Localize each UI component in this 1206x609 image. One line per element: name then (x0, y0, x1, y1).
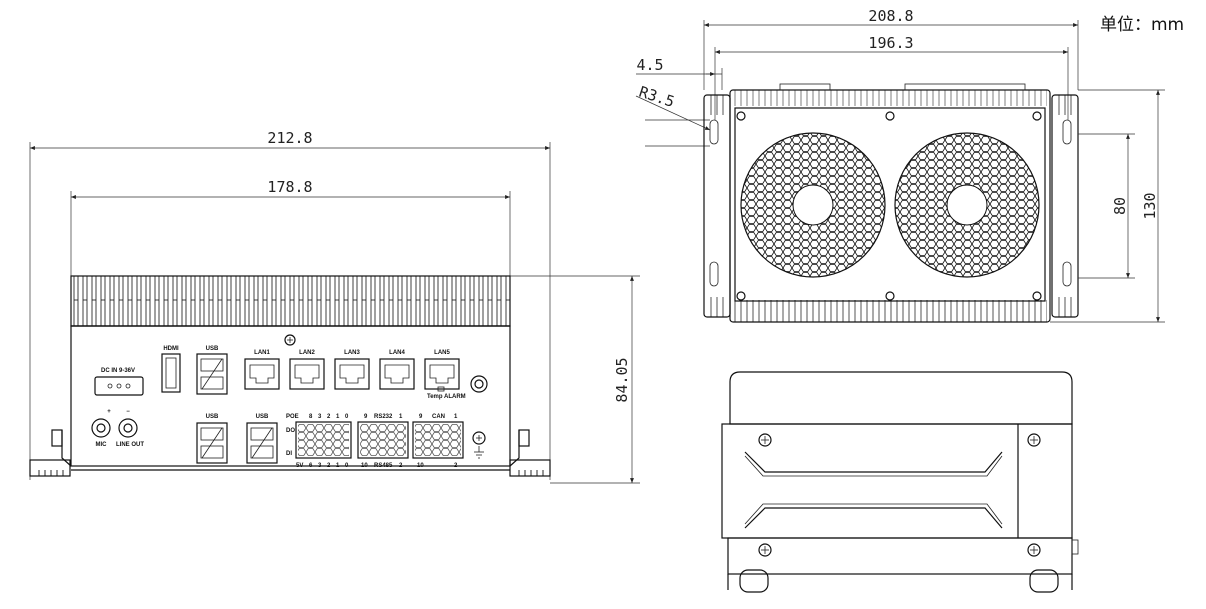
label-mic: MIC (96, 442, 108, 448)
dim-front-total-width: 212.8 (267, 129, 312, 147)
label-usb-bottom-1: USB (206, 414, 219, 420)
label-di: DI (286, 451, 292, 457)
dim-top-hole-offset: 4.5 (636, 56, 663, 74)
foot-right (509, 429, 551, 477)
gpio-bottom-num-0: 6 (309, 463, 313, 469)
dim-top-corner-radius: R3.5 (637, 83, 677, 111)
label-hdmi: HDMI (163, 346, 179, 352)
label-can-right: 1 (454, 414, 458, 420)
label-rs232-right: 1 (399, 414, 403, 420)
usb-port-bottom-2 (246, 422, 278, 464)
screw-icon (284, 334, 296, 346)
label-lan-2: LAN2 (299, 350, 315, 356)
dim-top-total-width: 208.8 (868, 7, 913, 25)
dim-front-height: 84.05 (613, 357, 631, 402)
gpio-top-num-1: 3 (318, 414, 322, 420)
label-usb-top: USB (206, 346, 219, 352)
label-can-bottom-left: 10 (417, 463, 424, 469)
label-can-left: 9 (419, 414, 423, 420)
mic-jack (91, 418, 111, 438)
gpio-top-num-3: 1 (336, 414, 340, 420)
fan-grille-left (740, 132, 886, 278)
dim-front-inner-width: 178.8 (267, 178, 312, 196)
label-line-out: LINE OUT (116, 442, 144, 448)
serial-terminal (357, 421, 409, 459)
label-lan-5: LAN5 (434, 350, 450, 356)
dim-top-height: 130 (1141, 192, 1159, 219)
label-gpio-poe: POE (286, 414, 299, 420)
label-gpio-5v: 5V (296, 463, 303, 469)
lan-port-5 (424, 358, 460, 390)
fan-grille-right (894, 132, 1040, 278)
side-body (721, 423, 1073, 539)
lan-port-1 (244, 358, 280, 390)
front-view: 212.8 178.8 84.05 (29, 129, 640, 484)
gpio-bottom-num-4: 0 (345, 463, 349, 469)
usb-port-bottom-1 (196, 422, 228, 464)
usb-port-top (196, 353, 228, 395)
gpio-terminal (295, 421, 352, 459)
label-lan-3: LAN3 (344, 350, 360, 356)
label-lan-4: LAN4 (389, 350, 405, 356)
label-do: DO (286, 428, 295, 434)
label-minus: − (126, 409, 130, 415)
gpio-top-num-4: 0 (345, 414, 349, 420)
gpio-bottom-num-2: 2 (327, 463, 331, 469)
lan-port-4 (379, 358, 415, 390)
gpio-bottom-num-1: 3 (318, 463, 322, 469)
label-rs485: RS485 (374, 463, 393, 469)
can-terminal (412, 421, 464, 459)
label-plus: + (107, 409, 111, 415)
antenna-connector (470, 375, 488, 393)
dim-top-inner-width: 196.3 (868, 34, 913, 52)
unit-label: 单位：mm (1100, 15, 1185, 35)
dim-top-hole-spacing: 80 (1111, 197, 1129, 215)
side-foot-left (739, 569, 769, 593)
label-lan-1: LAN1 (254, 350, 270, 356)
foot-left (29, 429, 72, 477)
side-heatsink (729, 371, 1073, 425)
label-rs485-right: 2 (399, 463, 403, 469)
front-panel-body (70, 325, 511, 467)
label-rs485-left: 10 (361, 463, 368, 469)
gpio-top-num-0: 8 (309, 414, 313, 420)
ground-screw (472, 431, 486, 445)
label-can-bottom-right: 2 (454, 463, 458, 469)
top-view: 208.8 196.3 4.5 R3.5 (635, 7, 1165, 323)
lan-ports: LAN1 LAN2 LAN3 LAN4 LAN5 (244, 350, 460, 390)
gpio-bottom-num-3: 1 (336, 463, 340, 469)
label-can: CAN (432, 414, 445, 420)
lan-port-3 (334, 358, 370, 390)
dc-in-connector (94, 376, 144, 396)
hdmi-port (161, 353, 181, 393)
line-out-jack (118, 418, 138, 438)
gpio-top-num-2: 2 (327, 414, 331, 420)
mount-ear-left (703, 94, 731, 318)
heatsink-fins (71, 276, 510, 326)
lan-port-2 (289, 358, 325, 390)
label-usb-bottom-2: USB (256, 414, 269, 420)
label-dc-in: DC IN 9-36V (101, 368, 135, 374)
label-rs232: RS232 (374, 414, 393, 420)
side-view (721, 371, 1079, 593)
label-rs232-left: 9 (364, 414, 368, 420)
mount-ear-right (1051, 94, 1079, 318)
side-foot-right (1029, 569, 1059, 593)
ground-icon (474, 446, 484, 459)
label-temp-alarm: Temp ALARM (427, 394, 466, 400)
